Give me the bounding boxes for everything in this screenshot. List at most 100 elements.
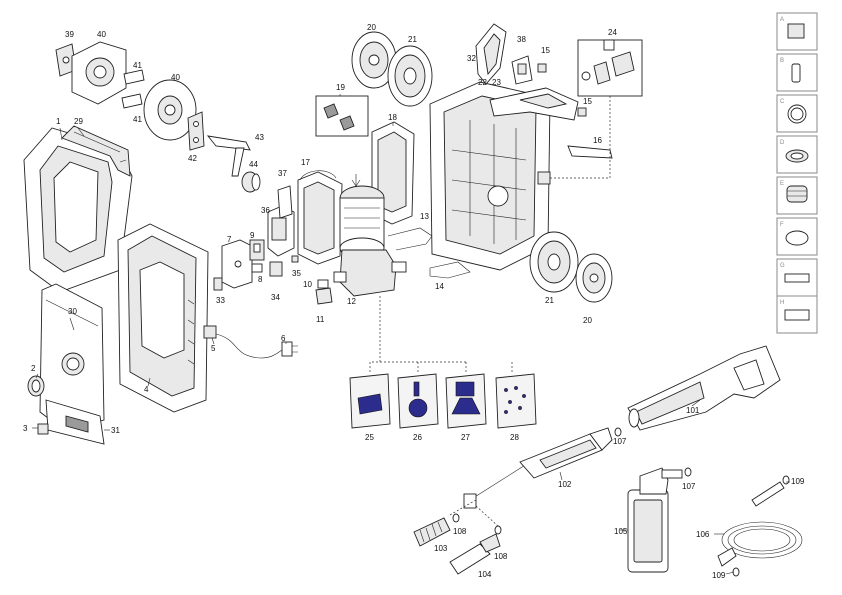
sidebar-part-D: D	[776, 135, 818, 174]
part-109-o-ring-upper	[782, 475, 790, 485]
label-part-3: 3	[23, 424, 28, 433]
part-21-wheel-lower	[529, 231, 579, 293]
part-44-crank-knob	[241, 171, 261, 193]
label-part-1: 1	[56, 117, 61, 126]
part-105-detergent-bottle	[627, 467, 683, 573]
svg-text:F: F	[780, 222, 784, 228]
label-part-40a: 40	[97, 30, 106, 39]
part-35-screw	[291, 255, 299, 263]
label-part-107a: 107	[613, 437, 627, 446]
label-part-5: 5	[211, 344, 216, 353]
label-part-107b: 107	[682, 482, 696, 491]
spacer-plate-icon	[784, 309, 810, 321]
label-part-24: 24	[608, 28, 617, 37]
part-42-mount-plate	[187, 111, 205, 151]
label-part-109a: 109	[791, 477, 805, 486]
part-31-bottom-panel	[45, 399, 105, 445]
label-part-31: 31	[111, 426, 120, 435]
callout-line-kits	[369, 296, 513, 372]
svg-text:H: H	[780, 300, 784, 306]
part-10-fitting	[317, 279, 329, 289]
part-38-clip	[511, 55, 533, 85]
label-part-35: 35	[292, 269, 301, 278]
label-part-13: 13	[420, 212, 429, 221]
label-part-103: 103	[434, 544, 448, 553]
label-part-32: 32	[467, 54, 476, 63]
part-107-o-ring-upper	[614, 427, 622, 437]
label-part-42: 42	[188, 154, 197, 163]
part-20-hubcap-upper	[351, 31, 397, 89]
part-23-handle-bracket	[489, 87, 579, 121]
callout-line-24	[548, 96, 611, 179]
part-15-screw-upper	[537, 63, 547, 73]
label-part-16: 16	[593, 136, 602, 145]
part-37-latch	[277, 185, 293, 219]
part-29-handle-grip	[61, 125, 131, 177]
part-20-hubcap-lower	[575, 253, 613, 303]
label-part-19: 19	[336, 83, 345, 92]
part-107-o-ring-lower	[684, 467, 692, 477]
label-part-9: 9	[250, 231, 255, 240]
part-32-hook	[475, 23, 507, 85]
part-43-crank	[206, 135, 251, 177]
label-part-10: 10	[303, 280, 312, 289]
carbon-brush-holder-icon	[787, 23, 805, 39]
label-part-11: 11	[316, 315, 325, 324]
sidebar-part-H: H	[776, 295, 818, 334]
label-part-41a: 41	[133, 61, 142, 70]
label-part-39: 39	[65, 30, 74, 39]
label-part-20b: 20	[583, 316, 592, 325]
part-3-clip	[37, 423, 49, 435]
leader-lines	[32, 94, 790, 575]
sidebar-part-G: G	[776, 258, 818, 297]
valve-plate-icon	[784, 273, 810, 283]
label-part-105: 105	[614, 527, 628, 536]
svg-text:G: G	[780, 263, 785, 269]
part-12-motor-pump-unit	[333, 185, 407, 297]
part-36-bracket	[267, 205, 295, 257]
part-14-wire	[429, 261, 471, 279]
label-part-25: 25	[365, 433, 374, 442]
label-part-40b: 40	[171, 73, 180, 82]
part-24-water-inlet-kit	[577, 39, 643, 97]
part-1-handle-frame	[23, 127, 133, 293]
part-26-kit-bag	[397, 373, 439, 429]
label-part-29: 29	[74, 117, 83, 126]
part-41-clips	[121, 69, 145, 109]
part-25-kit-bag	[349, 373, 391, 429]
label-part-102: 102	[558, 480, 572, 489]
part-15-screw-lower	[577, 107, 587, 117]
label-part-20a: 20	[367, 23, 376, 32]
part-9-switch	[249, 239, 265, 261]
label-part-37: 37	[278, 169, 287, 178]
label-part-108b: 108	[494, 552, 508, 561]
label-part-108a: 108	[453, 527, 467, 536]
part-13-wire	[387, 227, 433, 251]
sidebar-part-F: F	[776, 217, 818, 256]
part-40-hose-reel-disc-upper	[71, 41, 127, 105]
label-part-23: 23	[492, 78, 501, 87]
label-part-38: 38	[517, 35, 526, 44]
label-part-8: 8	[258, 275, 263, 284]
label-part-15a: 15	[541, 46, 550, 55]
label-part-101: 101	[686, 406, 700, 415]
callout-line-lance	[447, 499, 499, 527]
svg-text:D: D	[780, 140, 785, 146]
part-33-fitting	[213, 277, 223, 291]
part-22-main-chassis	[429, 81, 551, 271]
label-part-18: 18	[388, 113, 397, 122]
label-part-104: 104	[478, 570, 492, 579]
label-part-106: 106	[696, 530, 710, 539]
label-part-17: 17	[301, 158, 310, 167]
label-part-44: 44	[249, 160, 258, 169]
part-103-rotary-nozzle	[413, 517, 451, 547]
label-part-109b: 109	[712, 571, 726, 580]
part-102-lance	[463, 427, 613, 509]
part-7-switch-box	[221, 239, 253, 289]
sidebar-part-C: C	[776, 94, 818, 133]
part-4-rear-housing	[117, 223, 209, 413]
part-34-plate	[269, 261, 283, 277]
svg-text:E: E	[780, 181, 784, 187]
label-part-43: 43	[255, 133, 264, 142]
